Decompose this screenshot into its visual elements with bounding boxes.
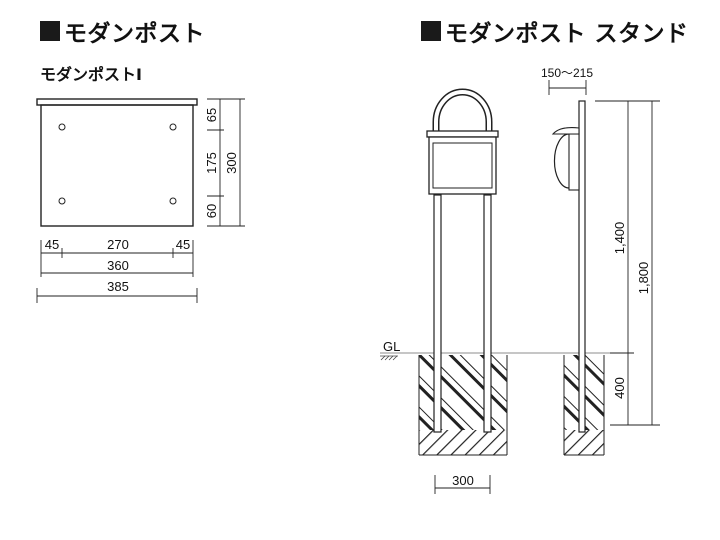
screw-hole [58,123,66,131]
stand-view [380,80,660,494]
label-ground-level: GL [383,339,400,354]
heading-text: モダンポスト スタンド [445,21,689,47]
front-view [36,98,245,303]
mailbox-side-lid [551,127,580,135]
mailbox-side-body [568,133,580,191]
horizontal-dimension-lines [36,240,198,303]
post-top-lid [36,98,198,106]
dim-foundation-300: 300 [452,473,474,488]
mailbox-side-dome [553,133,570,189]
stand-pole-side [578,100,586,433]
dim-left-45: 45 [45,237,59,252]
screw-hole [169,197,177,205]
vertical-dimension-lines [207,98,245,227]
dim-height-300: 300 [224,152,239,174]
screw-hole [169,123,177,131]
dim-top-65: 65 [204,108,219,122]
post-body [40,104,194,227]
subtitle-modern-post-1: モダンポストⅠ [40,65,142,84]
heading-modern-post: モダンポスト [40,14,205,48]
dim-right-45: 45 [176,237,190,252]
square-bullet-icon [421,21,441,41]
heading-text: モダンポスト [64,21,205,47]
dim-width-360: 360 [107,258,129,273]
dim-buried-400: 400 [612,377,627,399]
dim-center-270: 270 [107,237,129,252]
screw-hole [58,197,66,205]
stand-leg-left [433,194,442,433]
dim-width-385: 385 [107,279,129,294]
dim-height-1400: 1,400 [612,222,627,255]
heading-modern-post-stand: モダンポスト スタンド [421,14,689,48]
mailbox-lid [426,130,499,138]
dim-bottom-60: 60 [204,204,219,218]
dim-offset-150-215: 150〜215 [541,66,593,80]
square-bullet-icon [40,21,60,41]
dim-height-1800: 1,800 [636,262,651,295]
stand-dimension-lines [434,80,660,494]
stand-leg-right [483,194,492,433]
mailbox-panel [432,142,493,189]
dim-middle-175: 175 [204,152,219,174]
